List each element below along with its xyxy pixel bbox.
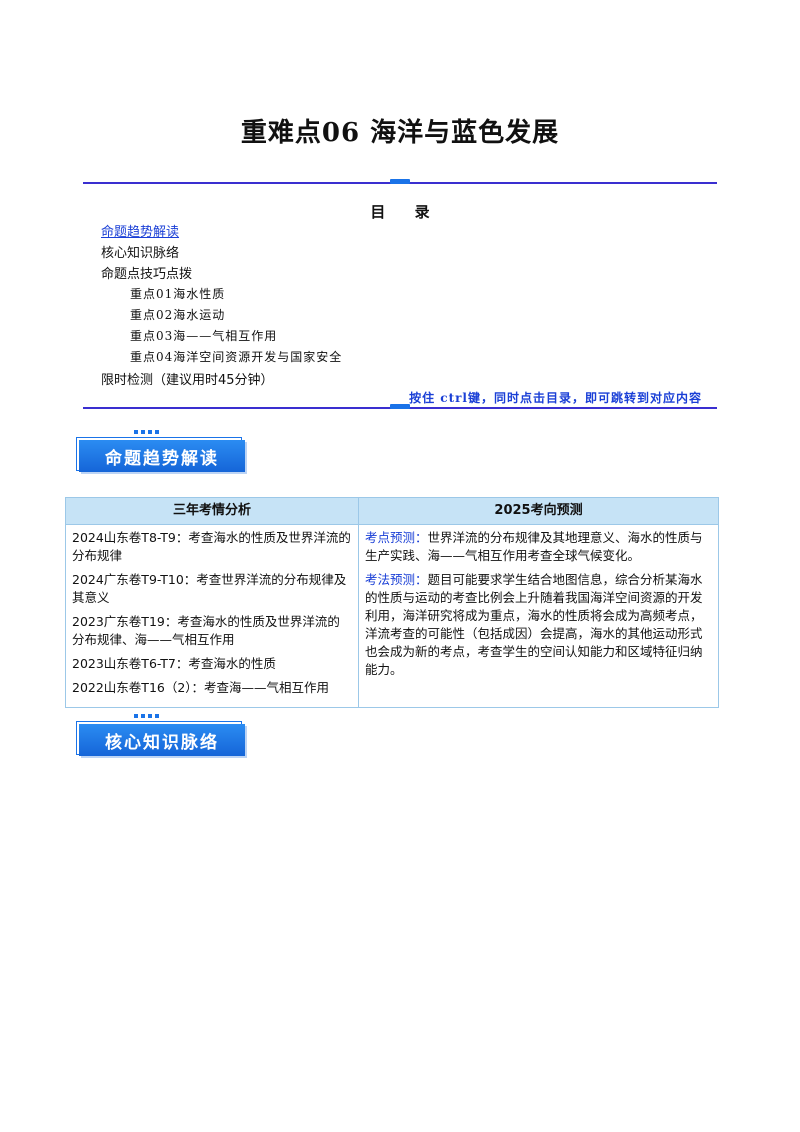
- toc-subitem-03[interactable]: 重点03海——气相互作用: [130, 329, 278, 343]
- exam-records-cell: 2024山东卷T8-T9：考查海水的性质及世界洋流的分布规律 2024广东卷T9…: [65, 524, 359, 708]
- badge-dots: [134, 714, 159, 718]
- ctrl-click-hint: 按住 ctrl键，同时点击目录，即可跳转到对应内容: [409, 391, 702, 405]
- badge-label: 命题趋势解读: [79, 440, 245, 472]
- exam-record: 2022山东卷T16（2）：考查海——气相互作用: [72, 680, 330, 695]
- forecast-method-label: 考法预测：: [365, 572, 428, 587]
- forecast-topic: 考点预测：世界洋流的分布规律及其地理意义、海水的性质与生产实践、海——气相互作用…: [365, 529, 712, 565]
- toc-heading: 目 录: [370, 203, 430, 221]
- top-divider-tab: [390, 179, 410, 184]
- toc-subitem-01[interactable]: 重点01海水性质: [130, 287, 226, 301]
- badge-dots: [134, 430, 159, 434]
- toc-item-knowledge[interactable]: 核心知识脉络: [101, 246, 180, 261]
- exam-record: 2024山东卷T8-T9：考查海水的性质及世界洋流的分布规律: [72, 530, 351, 563]
- forecast-cell: 考点预测：世界洋流的分布规律及其地理意义、海水的性质与生产实践、海——气相互作用…: [358, 524, 719, 708]
- table-header-row: 三年考情分析 2025考向预测: [65, 497, 719, 525]
- toc-item-skills[interactable]: 命题点技巧点拨: [101, 267, 193, 282]
- forecast-method: 考法预测：题目可能要求学生结合地图信息，综合分析某海水的性质与运动的考查比例会上…: [365, 571, 712, 679]
- page-title: 重难点06 海洋与蓝色发展: [240, 118, 560, 148]
- table-header-analysis: 三年考情分析: [65, 497, 359, 525]
- table-row: 2024山东卷T8-T9：考查海水的性质及世界洋流的分布规律 2024广东卷T9…: [65, 524, 719, 708]
- section-badge-knowledge: 核心知识脉络: [76, 714, 245, 756]
- table-header-forecast: 2025考向预测: [358, 497, 719, 525]
- bottom-divider-tab: [390, 404, 410, 409]
- forecast-topic-label: 考点预测：: [365, 530, 428, 545]
- exam-record: 2024广东卷T9-T10：考查世界洋流的分布规律及其意义: [72, 572, 347, 605]
- exam-record: 2023广东卷T19：考查海水的性质及世界洋流的分布规律、海——气相互作用: [72, 614, 340, 647]
- exam-analysis-table: 三年考情分析 2025考向预测 2024山东卷T8-T9：考查海水的性质及世界洋…: [65, 497, 719, 708]
- exam-record: 2023山东卷T6-T7：考查海水的性质: [72, 656, 276, 671]
- toc-item-test[interactable]: 限时检测（建议用时45分钟）: [101, 373, 274, 388]
- toc-item-trend[interactable]: 命题趋势解读: [101, 225, 180, 240]
- toc-subitem-04[interactable]: 重点04海洋空间资源开发与国家安全: [130, 350, 343, 364]
- forecast-method-text: 题目可能要求学生结合地图信息，综合分析某海水的性质与运动的考查比例会上升随着我国…: [365, 572, 703, 677]
- toc-subitem-02[interactable]: 重点02海水运动: [130, 308, 226, 322]
- section-badge-trend: 命题趋势解读: [76, 430, 245, 472]
- badge-label: 核心知识脉络: [79, 724, 245, 756]
- forecast-topic-text: 世界洋流的分布规律及其地理意义、海水的性质与生产实践、海——气相互作用考查全球气…: [365, 530, 703, 563]
